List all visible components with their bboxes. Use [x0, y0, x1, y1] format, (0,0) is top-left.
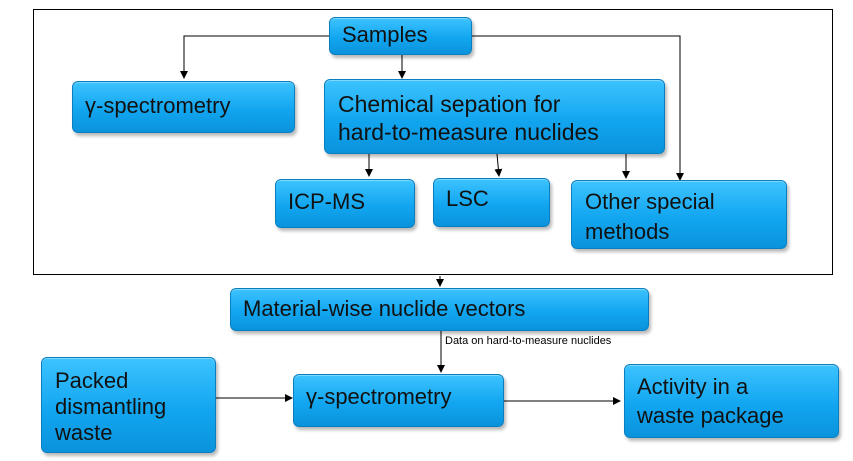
- edge-samples-gamma: [180, 35, 329, 79]
- icp-ms-box[interactable]: ICP-MS: [275, 179, 415, 228]
- edge-label-data: Data on hard-to-measure nuclides: [445, 335, 612, 347]
- other-special-methods-box[interactable]: Other special methods: [571, 180, 787, 249]
- gamma-spectrometry-bottom-box[interactable]: γ-spectrometry: [293, 374, 504, 427]
- samples-box[interactable]: Samples: [329, 17, 472, 55]
- gamma-spectrometry-top-box[interactable]: γ-spectrometry: [72, 81, 295, 133]
- nuclide-vectors-box[interactable]: Material-wise nuclide vectors: [230, 288, 649, 331]
- activity-box[interactable]: Activity in a waste package: [624, 364, 839, 438]
- packed-waste-box[interactable]: Packed dismantling waste: [41, 357, 216, 453]
- chemical-separation-box[interactable]: Chemical sepation for hard-to-measure nu…: [324, 79, 665, 154]
- edge-chemsep-lsc: [494, 153, 503, 177]
- edge-samples-other: [472, 35, 684, 181]
- lsc-box[interactable]: LSC: [433, 178, 550, 227]
